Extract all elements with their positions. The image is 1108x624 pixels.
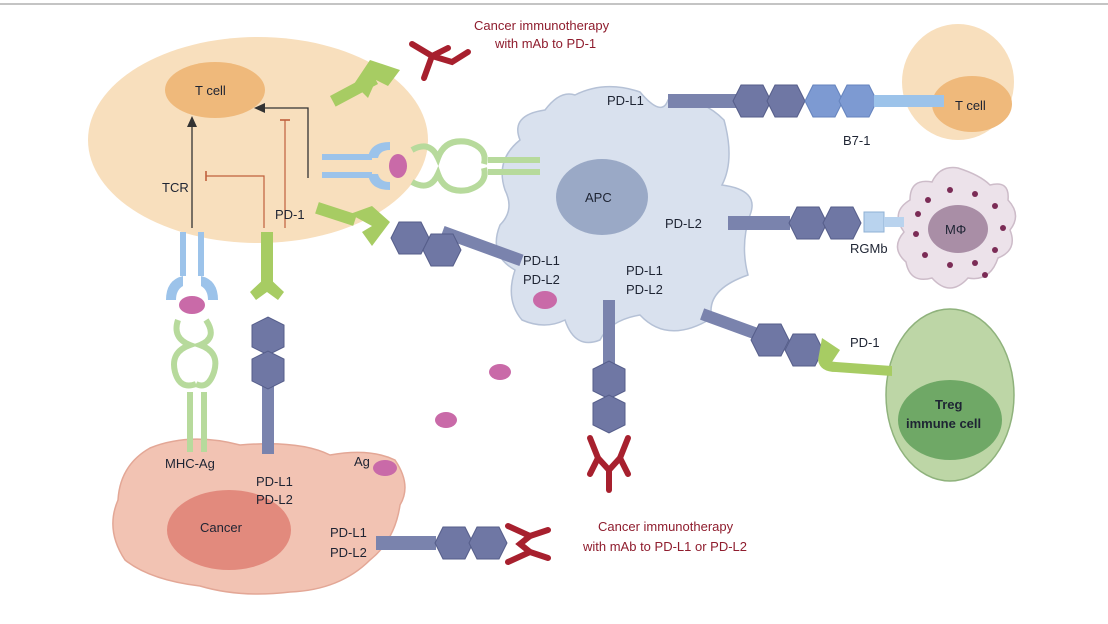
b71-domain-1	[804, 84, 844, 118]
label-apc-pdl1-top: PD-L1	[607, 93, 644, 108]
label-mhc-ag: MHC-Ag	[165, 456, 215, 471]
apc-pdl-left-domain-2	[422, 233, 462, 267]
main-t-cell-nucleus	[165, 62, 265, 118]
apc-pdl-treg-domain-1	[750, 323, 790, 357]
cancer-pdl-domain-2	[251, 350, 285, 390]
apc-pdl1-domain-1	[732, 84, 772, 118]
cancer-nucleus	[167, 490, 291, 570]
pd1-treg	[818, 338, 892, 376]
rgmb-box	[863, 211, 885, 233]
label-immune-cell: immune cell	[906, 416, 981, 431]
label-cancer-pdl1-bottom: PD-L1	[330, 525, 367, 540]
cancer-pdl-lower-stalk	[376, 536, 436, 550]
label-cancer-pdl2-bottom: PD-L2	[330, 545, 367, 560]
rgmb-stalk	[884, 217, 904, 227]
label-apc-pdl1-left: PD-L1	[523, 253, 560, 268]
macrophage-granules	[913, 187, 1006, 278]
label-pd1-treg: PD-1	[850, 335, 880, 350]
cancer-pdl-lower-domain-2	[468, 526, 508, 560]
anti-pdl-antibody-right	[505, 523, 551, 565]
label-apc-pdl1-mid: PD-L1	[626, 263, 663, 278]
antigen-apc-bottom	[533, 291, 557, 309]
cancer-pdl-lower-domain-1	[434, 526, 474, 560]
label-therapy-pd1-line2: with mAb to PD-1	[494, 36, 596, 51]
free-antigen-2	[435, 412, 457, 428]
pd1-tcell-down	[250, 232, 284, 300]
pd1-tcell-lower	[315, 202, 390, 246]
label-apc-pdl2-mid: PD-L2	[626, 282, 663, 297]
label-pd1-tcell: PD-1	[275, 207, 305, 222]
anti-pd1-antibody	[409, 41, 471, 81]
label-rgmb: RGMb	[850, 241, 888, 256]
label-apc-pdl2-right: PD-L2	[665, 216, 702, 231]
right-t-cell-nucleus	[932, 76, 1012, 132]
cancer-antigen	[373, 460, 397, 476]
antigen-tcr	[179, 296, 205, 314]
apc-pdl-treg-stalk	[700, 308, 770, 344]
apc-pdl-left-stalk	[440, 225, 524, 267]
label-t-cell-main: T cell	[195, 83, 226, 98]
label-cancer-pdl1-top: PD-L1	[256, 474, 293, 489]
label-therapy-pdl-line1: Cancer immunotherapy	[598, 519, 734, 534]
cancer-pdl-domain-1	[251, 316, 285, 356]
b71-domain-2	[838, 84, 878, 118]
anti-pdl-antibody-down	[587, 435, 631, 493]
label-b71: B7-1	[843, 133, 870, 148]
apc-pdl-down-domain-2	[592, 394, 626, 434]
b71-stalk	[874, 95, 944, 107]
apc-pdl1-stalk	[668, 94, 738, 108]
label-apc: APC	[585, 190, 612, 205]
mhc-molecule	[171, 318, 219, 452]
apc-pdl2-domain-1	[788, 206, 828, 240]
macrophage-nucleus	[928, 205, 988, 253]
apc-pdl-down-stalk	[603, 300, 615, 370]
apc-pdl1-domain-2	[766, 84, 806, 118]
free-antigen-1	[489, 364, 511, 380]
tcr-horizontal	[322, 142, 390, 190]
mhc-horizontal	[410, 138, 540, 194]
apc-pdl-treg-domain-2	[784, 333, 824, 367]
tcr-receptor	[166, 232, 218, 300]
label-tcr: TCR	[162, 180, 189, 195]
cancer-pdl-stalk	[262, 374, 274, 454]
antigen-apc	[389, 154, 407, 178]
label-cancer-pdl2-top: PD-L2	[256, 492, 293, 507]
apc-pdl2-domain-2	[822, 206, 862, 240]
label-cancer: Cancer	[200, 520, 243, 535]
signal-arrows	[187, 103, 309, 228]
apc-pdl-down-domain-1	[592, 360, 626, 400]
apc-nucleus	[556, 159, 648, 235]
label-therapy-pdl-line2: with mAb to PD-L1 or PD-L2	[582, 539, 747, 554]
pd1-tcell-upper	[329, 60, 400, 107]
label-macrophage: MΦ	[945, 222, 966, 237]
label-apc-pdl2-left: PD-L2	[523, 272, 560, 287]
label-ag: Ag	[354, 454, 370, 469]
label-treg: Treg	[935, 397, 963, 412]
apc-pdl2-stalk	[728, 216, 790, 230]
label-t-cell-right: T cell	[955, 98, 986, 113]
label-therapy-pd1-line1: Cancer immunotherapy	[474, 18, 610, 33]
treg-nucleus	[898, 380, 1002, 460]
